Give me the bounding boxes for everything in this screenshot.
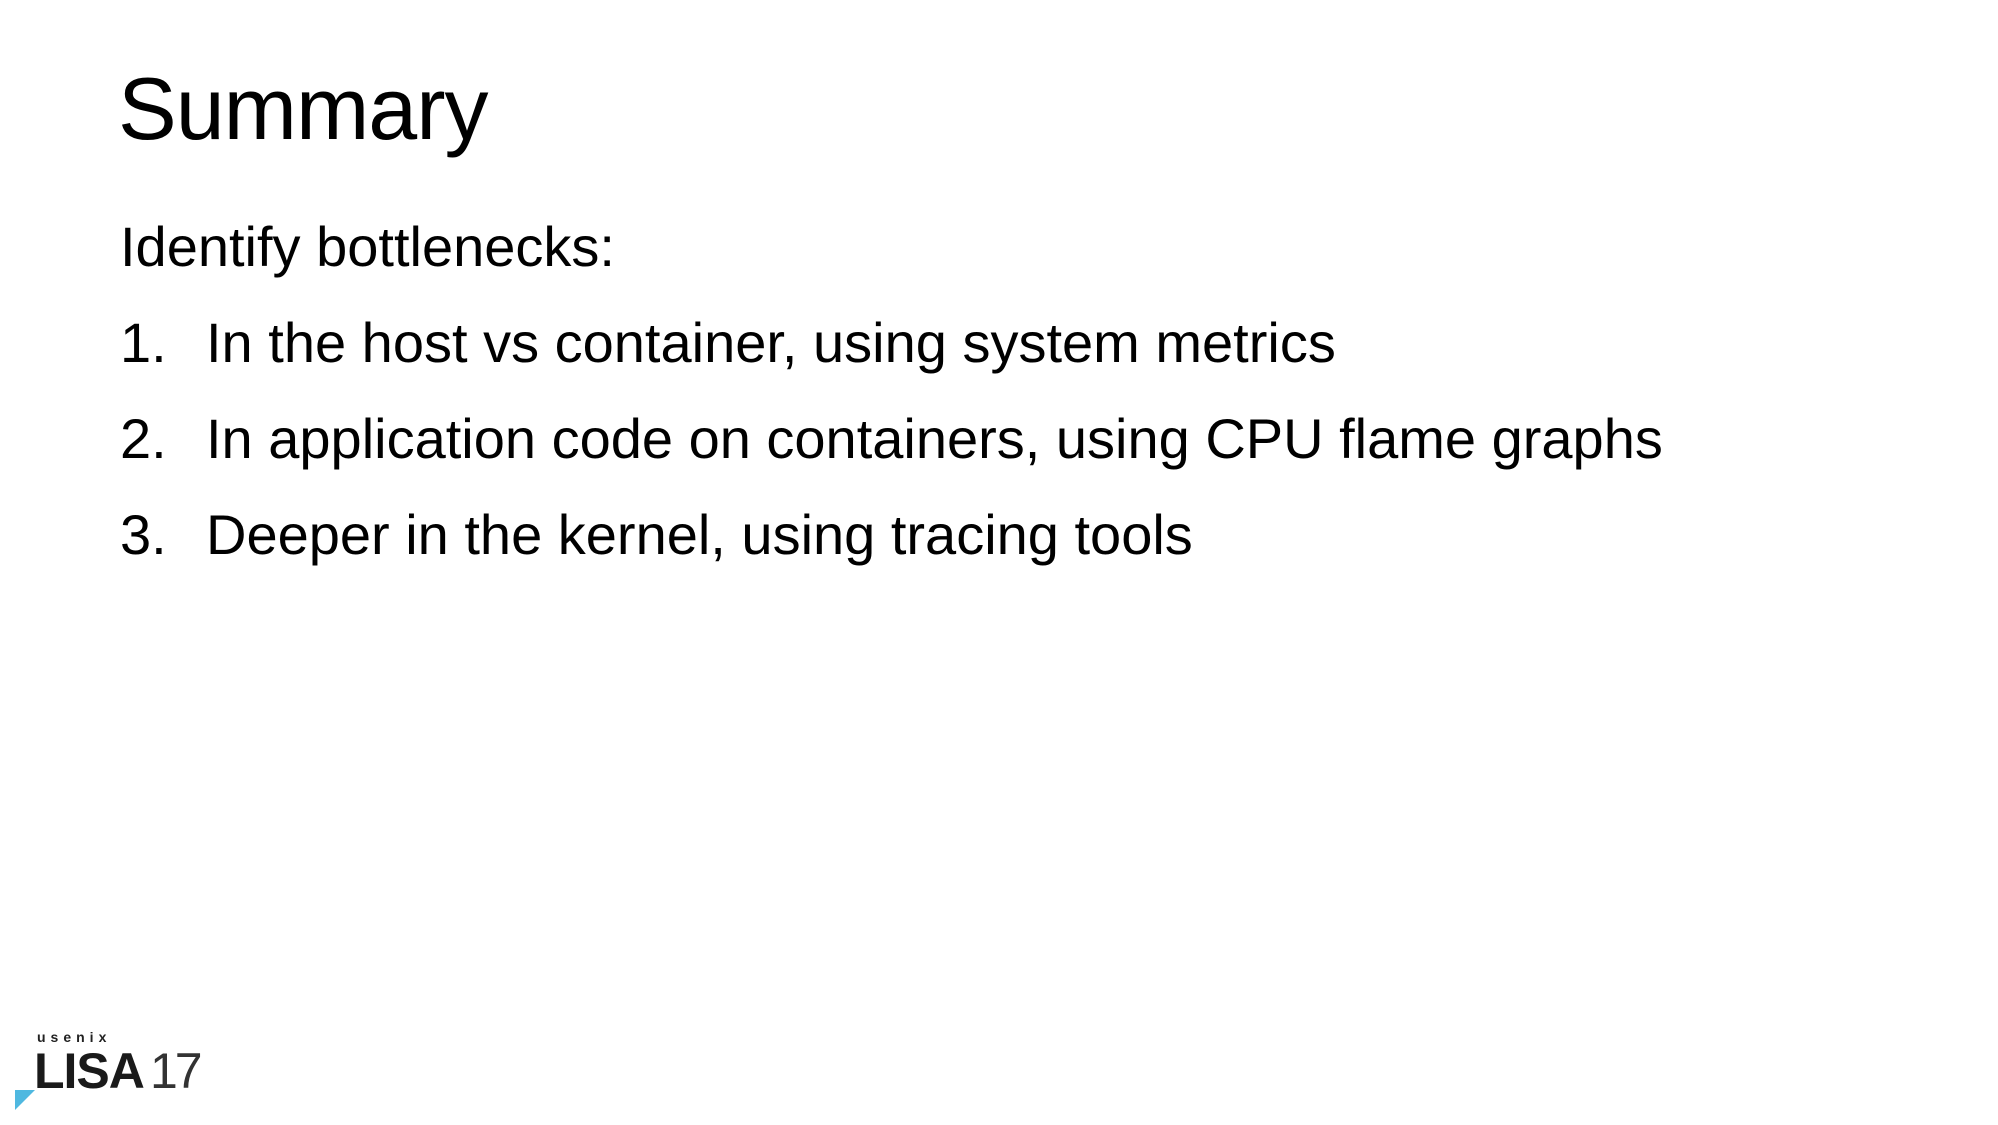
logo-usenix: usenix — [37, 1029, 112, 1045]
list-number: 2. — [120, 407, 167, 470]
list-text: In the host vs container, using system m… — [206, 311, 1336, 374]
logo-triangle-icon — [15, 1090, 35, 1110]
list-item: 1. In the host vs container, using system… — [120, 308, 1336, 378]
logo-lisa: LISA — [34, 1043, 145, 1099]
lisa17-logo: usenix LISA 17 — [0, 1020, 220, 1125]
list-text: In application code on containers, using… — [206, 407, 1663, 470]
slide-title: Summary — [118, 59, 488, 158]
list-text: Deeper in the kernel, using tracing tool… — [206, 503, 1193, 566]
list-item: 2. In application code on containers, usi… — [120, 404, 1663, 474]
list-number: 1. — [120, 311, 167, 374]
logo-year: 17 — [150, 1043, 203, 1099]
list-number: 3. — [120, 503, 167, 566]
list-item: 3. Deeper in the kernel, using tracing to… — [120, 500, 1193, 570]
intro-text: Identify bottlenecks: — [120, 215, 615, 278]
